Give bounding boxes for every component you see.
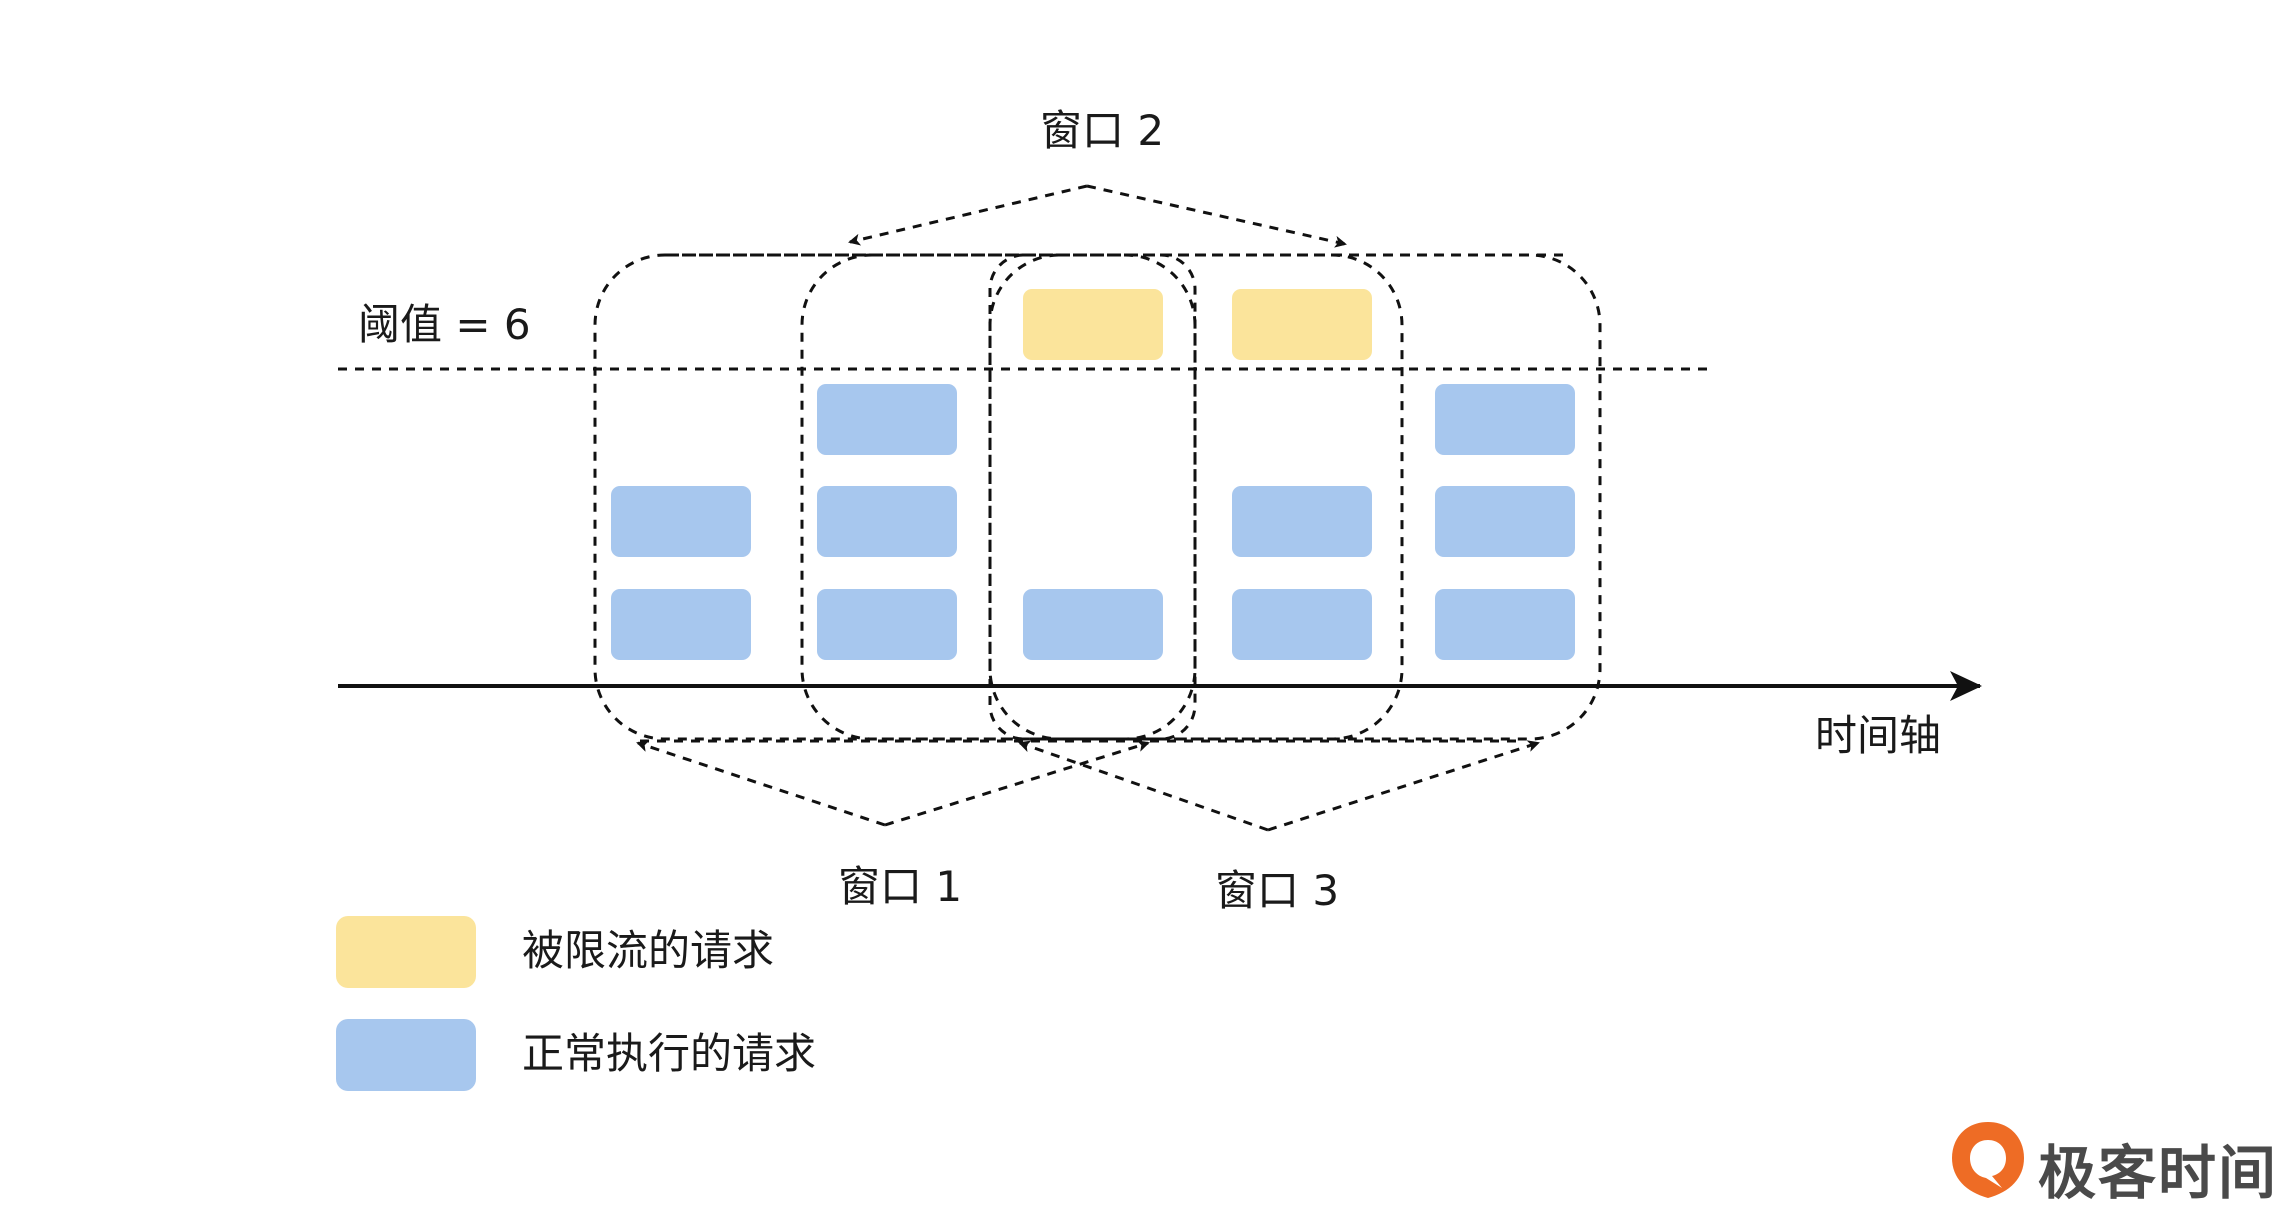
request-block-normal [1232,486,1372,557]
window-3-pointer-left [1018,740,1269,832]
window-3-pointer-right [1267,740,1540,832]
request-block-normal [1232,589,1372,660]
request-block-normal [611,589,751,660]
request-block-limited [1232,289,1372,360]
brand-name: 极客时间 [2038,1139,2279,1207]
threshold-label: 阈值 = 6 [358,300,531,349]
window-overlap-frame [988,253,1197,741]
window-1-label: 窗口 1 [838,862,963,911]
window-1-pointer-right [884,740,1150,827]
request-block-normal [817,589,957,660]
window-2-label: 窗口 2 [1040,106,1165,155]
legend-swatch-limited [336,916,476,988]
geektime-logo-icon [1952,1122,2024,1198]
window-2-pointer-left [848,184,1088,246]
request-block-limited [1023,289,1163,360]
legend-label-normal: 正常执行的请求 [522,1029,817,1078]
request-block-normal [817,384,957,455]
request-block-normal [817,486,957,557]
legend-swatch-normal [336,1019,476,1091]
window-2-pointer-right [1086,184,1347,248]
request-block-normal [1435,589,1575,660]
time-axis-label: 时间轴 [1815,711,1942,760]
request-blocks [611,289,1575,660]
request-block-normal [1435,486,1575,557]
window-3-label: 窗口 3 [1215,866,1340,915]
request-block-normal [1435,384,1575,455]
request-block-normal [611,486,751,557]
window-1-pointer-left [636,740,886,827]
legend-label-limited: 被限流的请求 [522,926,775,975]
request-block-normal [1023,589,1163,660]
